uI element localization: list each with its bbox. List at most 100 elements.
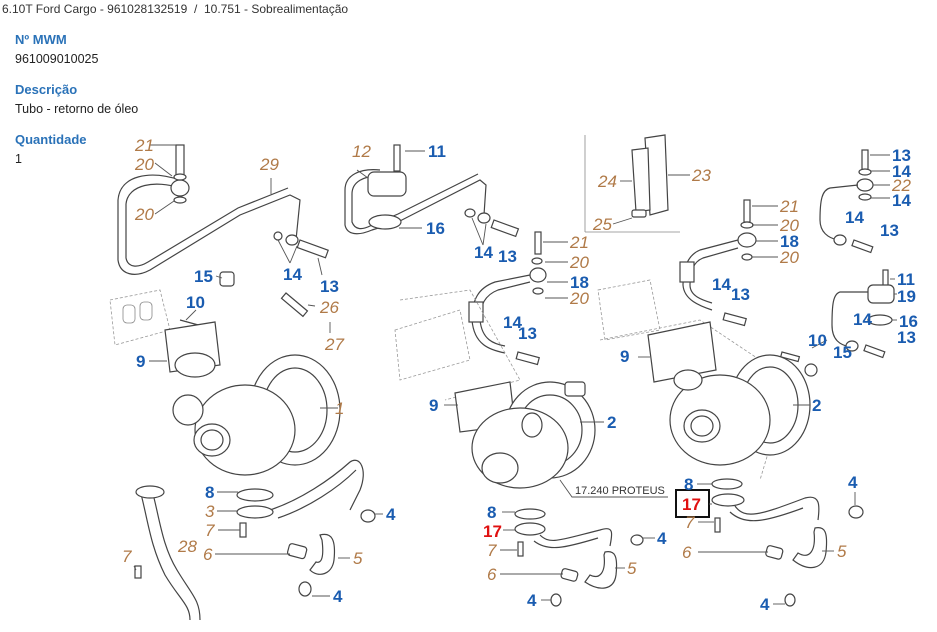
part-label[interactable]: 14 [845, 208, 864, 227]
part-label[interactable]: 22 [891, 176, 911, 195]
part-label[interactable]: 5 [627, 559, 637, 578]
selected-part-label[interactable]: 17 [483, 522, 502, 541]
bracket-12 [367, 171, 407, 197]
part-label[interactable]: 4 [657, 529, 667, 548]
part-label[interactable]: 13 [320, 277, 339, 296]
part-label[interactable]: 7 [122, 547, 132, 566]
field-label: Nº MWM [15, 32, 67, 47]
part-label[interactable]: 20 [569, 289, 589, 308]
part-label[interactable]: 9 [136, 352, 145, 371]
selected-part-label[interactable]: 17 [682, 495, 701, 514]
part-label[interactable]: 4 [386, 505, 396, 524]
part-label[interactable]: 20 [134, 205, 154, 224]
part-label[interactable]: 6 [203, 545, 213, 564]
part-label[interactable]: 14 [892, 162, 911, 181]
part-label[interactable]: 25 [592, 215, 612, 234]
field-label: Quantidade [15, 132, 87, 147]
part-label[interactable]: 7 [205, 521, 215, 540]
part-label[interactable]: 21 [779, 197, 799, 216]
part-label[interactable]: 8 [684, 475, 693, 494]
part-label[interactable]: 12 [352, 142, 371, 161]
part-label[interactable]: 1 [335, 399, 344, 418]
part-label[interactable]: 14 [503, 313, 522, 332]
part-label[interactable]: 20 [134, 155, 154, 174]
part-label[interactable]: 2 [607, 413, 616, 432]
part-label[interactable]: 3 [205, 502, 215, 521]
part-label[interactable]: 4 [333, 587, 343, 606]
field-description: Descrição Tubo - retorno de óleo [15, 82, 138, 117]
part-label[interactable]: 8 [205, 483, 214, 502]
part-label[interactable]: 20 [779, 216, 799, 235]
middle-assembly-labels: 12 11 16 14 13 21 20 18 20 14 13 9 2 8 1… [352, 142, 667, 610]
part-label[interactable]: 5 [837, 542, 847, 561]
exploded-parts-diagram: 21 20 20 29 14 13 15 10 26 27 9 1 8 3 7 … [100, 125, 937, 632]
middle-assembly-drawing [344, 144, 668, 607]
part-label[interactable]: 16 [426, 219, 445, 238]
part-label[interactable]: 7 [487, 541, 497, 560]
oil-feed-pipe [117, 174, 301, 275]
part-label[interactable]: 4 [760, 595, 770, 614]
selected-part-highlight-box [675, 489, 710, 518]
left-assembly-labels: 21 20 20 29 14 13 15 10 26 27 9 1 8 3 7 … [122, 136, 396, 606]
field-quantity: Quantidade 1 [15, 132, 87, 167]
part-label[interactable]: 9 [429, 396, 438, 415]
banjo-bolt [175, 144, 185, 176]
leader-lines [133, 144, 897, 605]
part-label[interactable]: 6 [487, 565, 497, 584]
part-label[interactable]: 24 [597, 172, 617, 191]
part-label[interactable]: 28 [177, 537, 197, 556]
part-label[interactable]: 19 [897, 287, 916, 306]
part-label[interactable]: 7 [685, 513, 695, 532]
part-label[interactable]: 2 [812, 396, 821, 415]
part-label[interactable]: 11 [897, 270, 915, 289]
right-assembly-labels: 24 23 25 21 20 18 20 14 13 13 14 22 14 1… [592, 146, 918, 614]
part-label[interactable]: 13 [518, 324, 537, 343]
part-label[interactable]: 11 [428, 142, 446, 161]
part-label[interactable]: 21 [569, 233, 589, 252]
model-caption: 17.240 PROTEUS [575, 485, 665, 497]
part-label[interactable]: 10 [808, 331, 827, 350]
breadcrumb-separator: / [191, 2, 201, 16]
part-label[interactable]: 4 [848, 473, 858, 492]
part-label[interactable]: 14 [283, 265, 302, 284]
breadcrumb-model[interactable]: 6.10T Ford Cargo - 961028132519 [2, 2, 188, 16]
part-label[interactable]: 20 [569, 253, 589, 272]
part-label[interactable]: 18 [780, 232, 799, 251]
part-label[interactable]: 14 [712, 275, 731, 294]
breadcrumb: 6.10T Ford Cargo - 961028132519 / 10.751… [2, 2, 348, 16]
field-mwm-number: Nº MWM 961009010025 [15, 32, 98, 67]
part-label[interactable]: 13 [897, 328, 916, 347]
part-label[interactable]: 14 [474, 243, 493, 262]
part-label[interactable]: 13 [880, 221, 899, 240]
part-label[interactable]: 21 [134, 136, 154, 155]
part-label[interactable]: 5 [353, 549, 363, 568]
field-value: 1 [15, 152, 22, 166]
part-label[interactable]: 13 [892, 146, 911, 165]
part-label[interactable]: 16 [899, 312, 918, 331]
part-label[interactable]: 23 [691, 166, 711, 185]
breadcrumb-section[interactable]: 10.751 - Sobrealimentação [203, 2, 349, 16]
part-label[interactable]: 8 [487, 503, 496, 522]
field-label: Descrição [15, 82, 78, 97]
part-label[interactable]: 9 [620, 347, 629, 366]
part-label[interactable]: 6 [682, 543, 692, 562]
part-label[interactable]: 13 [498, 247, 517, 266]
part-label[interactable]: 13 [731, 285, 750, 304]
field-value: 961009010025 [15, 52, 99, 66]
part-label[interactable]: 15 [833, 343, 852, 362]
diagram-svg: 21 20 20 29 14 13 15 10 26 27 9 1 8 3 7 … [109, 134, 918, 621]
separator-text: / [193, 2, 198, 16]
part-label[interactable]: 14 [892, 191, 911, 210]
part-label[interactable]: 27 [324, 335, 344, 354]
part-label[interactable]: 20 [779, 248, 799, 267]
part-label[interactable]: 14 [853, 310, 872, 329]
right-assembly-drawing [584, 134, 895, 607]
part-label[interactable]: 15 [194, 267, 213, 286]
part-label[interactable]: 26 [319, 298, 339, 317]
part-label[interactable]: 4 [527, 591, 537, 610]
part-label[interactable]: 18 [570, 273, 589, 292]
left-assembly-drawing [109, 144, 376, 621]
field-value: Tubo - retorno de óleo [15, 102, 139, 116]
part-label[interactable]: 10 [186, 293, 205, 312]
part-label[interactable]: 29 [259, 155, 279, 174]
